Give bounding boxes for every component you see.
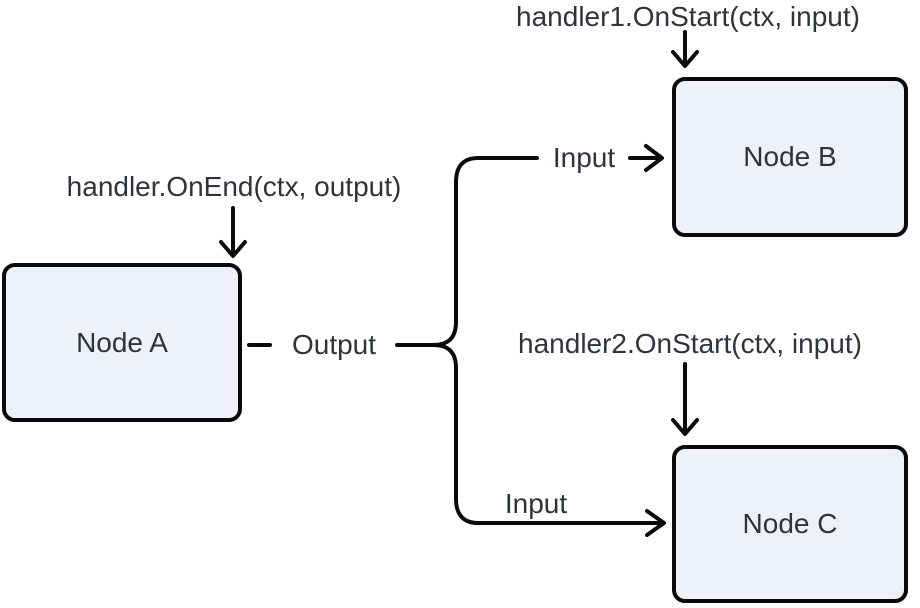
edge-label-input-c: Input <box>504 488 568 519</box>
node-a-label: Node A <box>76 326 168 358</box>
node-b-label: Node B <box>743 141 837 172</box>
onend-arrow <box>219 206 247 258</box>
node-a: Node A <box>2 263 242 422</box>
onstart2-arrow <box>671 362 699 436</box>
edge-label-output: Output <box>291 329 377 360</box>
annotation-onstart1: handler1.OnStart(ctx, input) <box>516 1 860 32</box>
fork-upper-branch <box>395 156 539 347</box>
annotation-onend: handler.OnEnd(ctx, output) <box>66 171 402 202</box>
input-b-arrow <box>628 144 664 172</box>
node-c: Node C <box>672 445 908 603</box>
annotation-onstart2: handler2.OnStart(ctx, input) <box>518 328 862 359</box>
node-b: Node B <box>672 77 908 237</box>
onstart1-arrow <box>671 30 699 68</box>
node-c-label: Node C <box>742 508 838 539</box>
edge-label-input-b: Input <box>552 142 616 173</box>
